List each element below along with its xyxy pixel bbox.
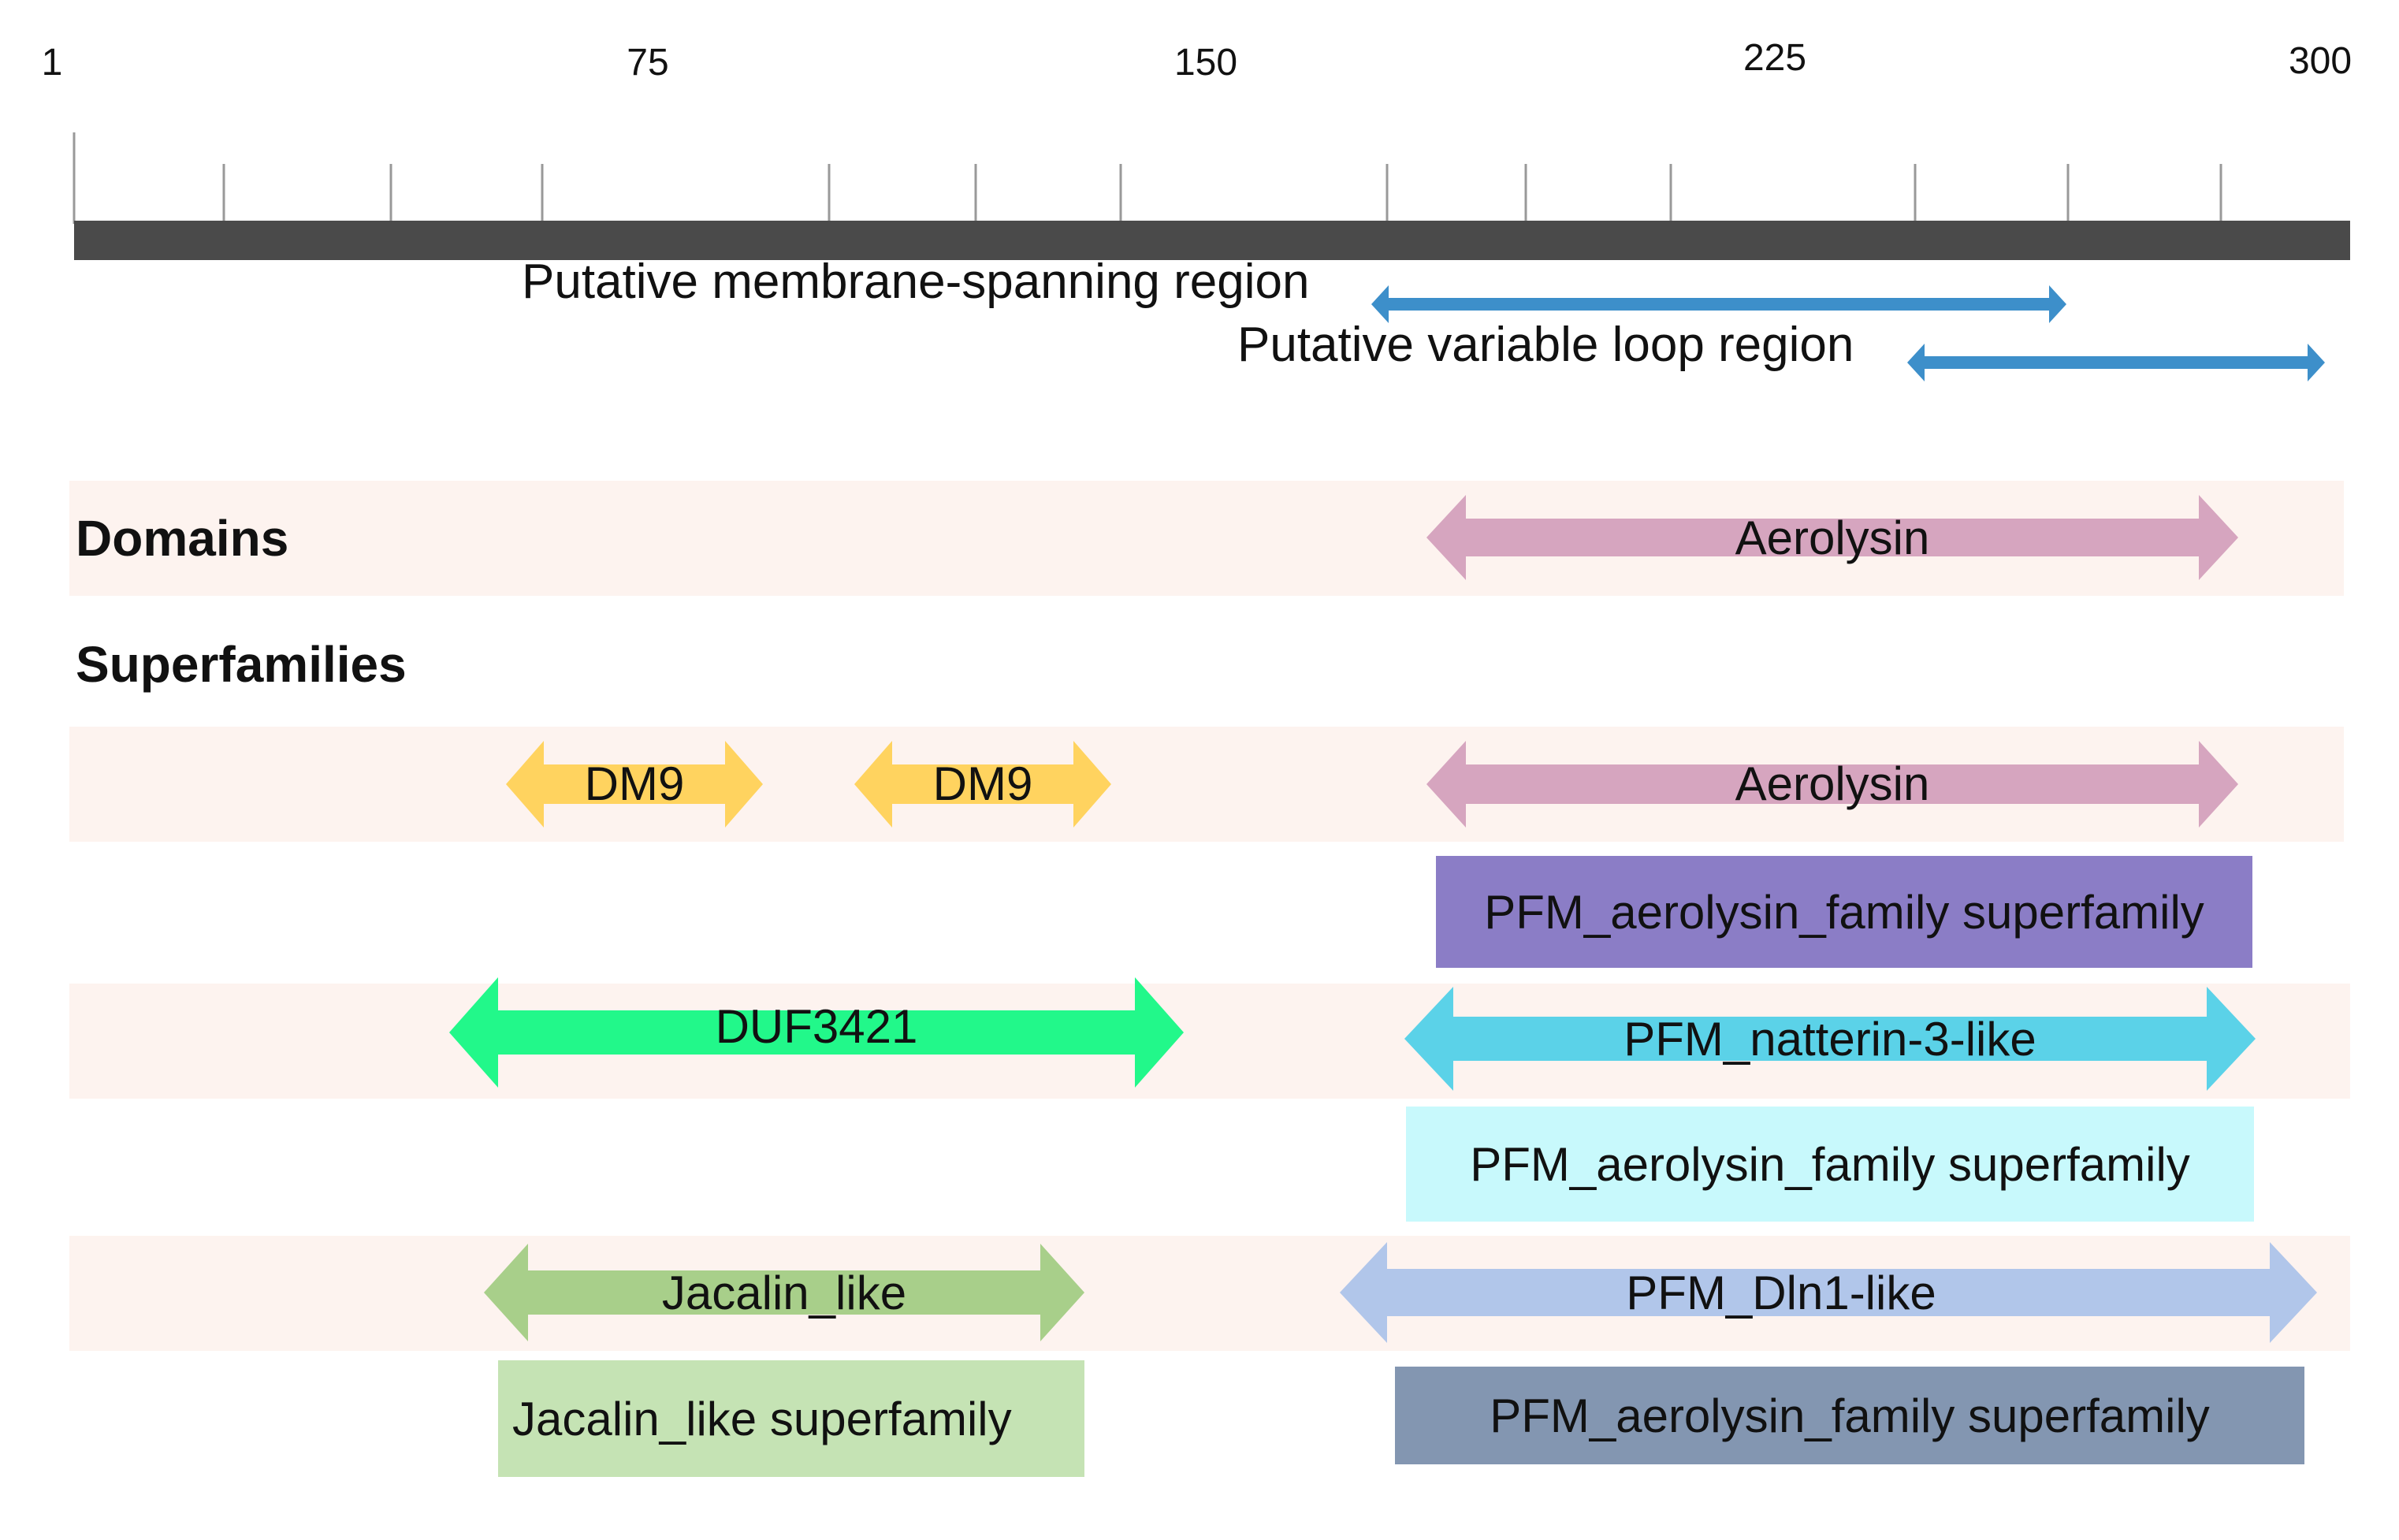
superfamily-aerolysin-label-box: Aerolysin	[1466, 755, 2199, 812]
dm9-label-box-1: DM9	[544, 755, 725, 812]
dm9-label-box-2: DM9	[892, 755, 1073, 812]
pfm-dln1-label: PFM_Dln1-like	[1626, 1266, 1936, 1319]
domain-aerolysin-label: Aerolysin	[1735, 511, 1930, 564]
duf3421-arrow	[449, 977, 1184, 1088]
pfm-aerolysin-family-box-1: PFM_aerolysin_family superfamily	[1436, 856, 2252, 968]
pfm-natterin-arrow	[1404, 987, 2256, 1091]
superfamilies-section-label: Superfamilies	[76, 636, 407, 693]
tick-label-150: 150	[1173, 42, 1238, 84]
pfm-aerolysin-family-label-1: PFM_aerolysin_family superfamily	[1484, 885, 2204, 939]
superfamily-aerolysin-label: Aerolysin	[1735, 757, 1930, 810]
membrane-spanning-region-arrow	[1371, 285, 2066, 323]
dm9-label-1: DM9	[584, 757, 685, 810]
tick-label-75: 75	[627, 42, 669, 84]
pfm-dln1-label-box: PFM_Dln1-like	[1387, 1264, 2175, 1321]
tick-label-300: 300	[2288, 40, 2353, 82]
pfm-aerolysin-family-box-2: PFM_aerolysin_family superfamily	[1406, 1107, 2254, 1222]
variable-loop-region-arrow	[1907, 344, 2325, 381]
domains-section-label: Domains	[76, 510, 289, 567]
tick-label-1: 1	[41, 42, 63, 84]
membrane-region-label: Putative membrane-spanning region	[522, 255, 1310, 309]
loop-region-label: Putative variable loop region	[1237, 318, 1854, 372]
pfm-natterin-label: PFM_natterin-3-like	[1624, 1012, 2036, 1066]
superfamily-aerolysin-arrow	[1426, 741, 2238, 828]
duf3421-label: DUF3421	[715, 999, 918, 1053]
tick-label-225: 225	[1743, 37, 1807, 79]
domain-aerolysin-arrow	[1426, 495, 2238, 580]
pfm-natterin-label-box: PFM_natterin-3-like	[1453, 1010, 2207, 1067]
jacalin-like-label: Jacalin_like	[661, 1266, 907, 1319]
dm9-arrow-2	[854, 741, 1111, 828]
pfm-dln1-arrow	[1340, 1242, 2317, 1343]
dm9-arrow-1	[506, 741, 763, 828]
pfm-aerolysin-family-box-3: PFM_aerolysin_family superfamily	[1395, 1367, 2304, 1464]
jacalin-like-superfamily-label: Jacalin_like superfamily	[512, 1392, 1012, 1445]
domain-aerolysin-label-box: Aerolysin	[1466, 509, 2199, 566]
pfm-aerolysin-family-label-3: PFM_aerolysin_family superfamily	[1490, 1389, 2210, 1442]
pfm-aerolysin-family-label-2: PFM_aerolysin_family superfamily	[1470, 1137, 2190, 1191]
dm9-label-2: DM9	[932, 757, 1033, 810]
sequence-ruler-bar	[74, 221, 2350, 260]
jacalin-like-arrow	[484, 1244, 1084, 1341]
duf3421-label-box: DUF3421	[498, 998, 1135, 1055]
jacalin-like-label-box: Jacalin_like	[528, 1264, 1040, 1321]
jacalin-like-superfamily-box: Jacalin_like superfamily	[498, 1360, 1084, 1477]
